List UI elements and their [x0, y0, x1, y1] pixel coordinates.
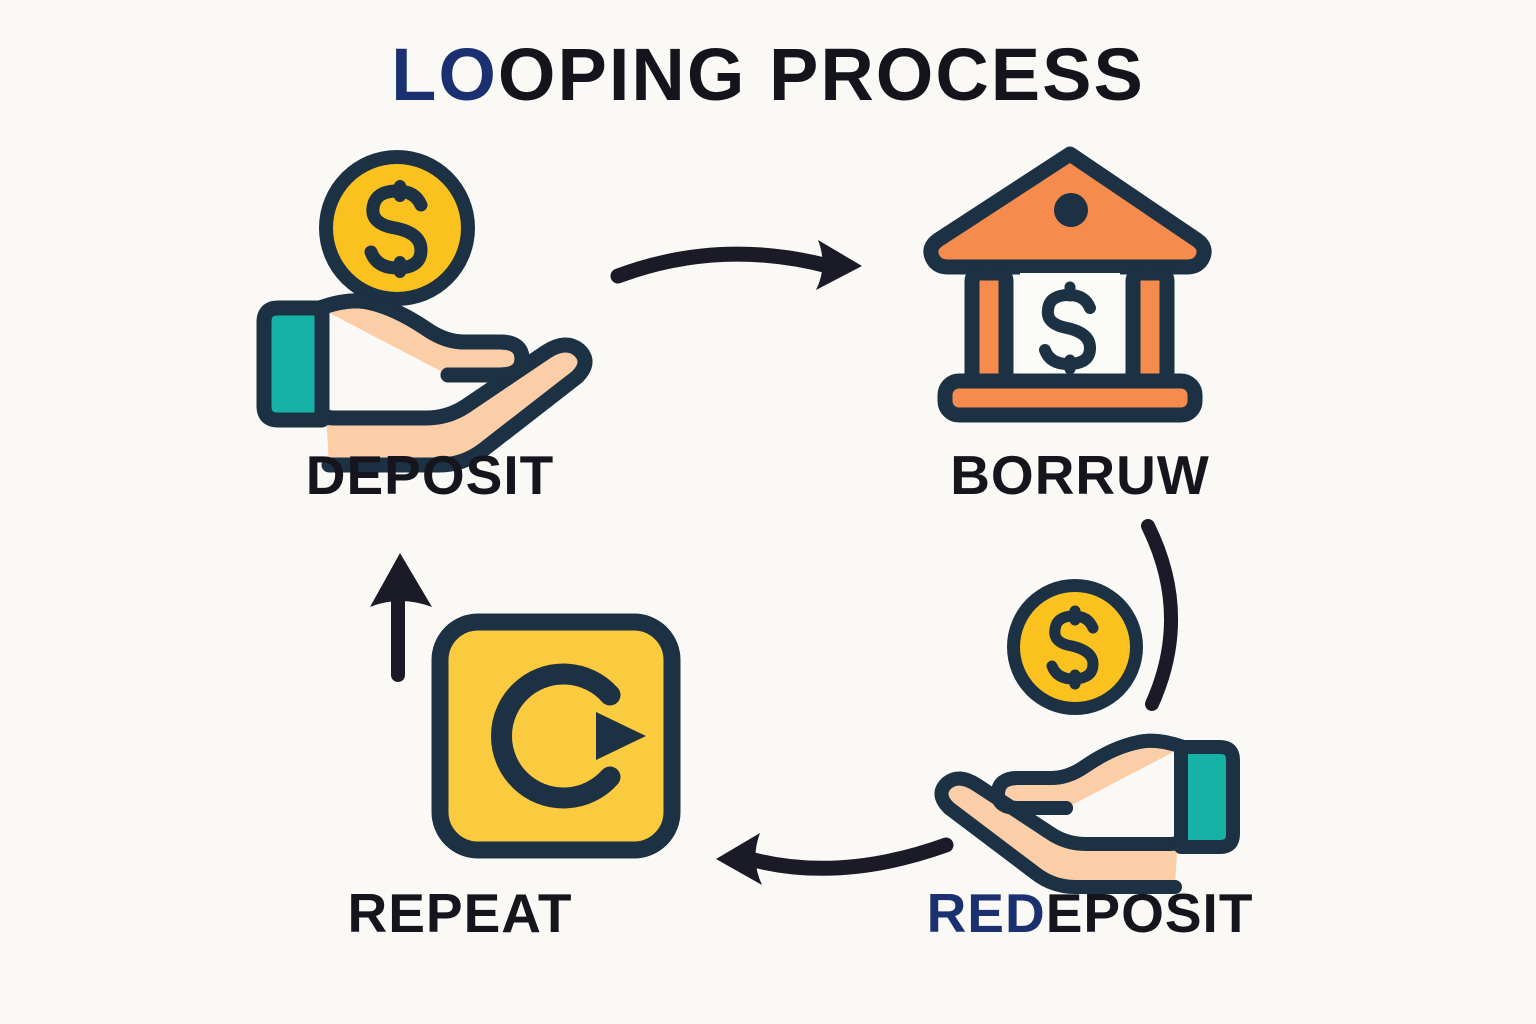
step-label-redeposit: REDEPOSIT [830, 886, 1350, 941]
page-title-navy-part: LO [391, 33, 498, 116]
step-label-repeat: REPEAT [200, 886, 720, 941]
bank-building-icon [923, 140, 1215, 430]
step-label-borrow-ink: BORRUW [950, 444, 1210, 506]
arrow-redeposit-to-repeat [700, 815, 960, 905]
circular-refresh-icon [428, 612, 688, 862]
step-label-redeposit-ink: EPOSIT [1045, 882, 1254, 944]
arrow-repeat-to-deposit [350, 545, 470, 685]
page-title-ink-part: OPING PROCESS [497, 33, 1145, 116]
arrow-deposit-to-borrow [610, 228, 900, 318]
hand-holding-coin-mirrored-icon [905, 565, 1240, 894]
arrow-borrow-to-redeposit [1120, 510, 1260, 720]
step-label-deposit: DEPOSIT [170, 448, 690, 503]
page-title: LOOPING PROCESS [0, 38, 1536, 112]
step-label-borrow: BORRUW [820, 448, 1340, 503]
step-label-redeposit-navy: RED [926, 882, 1046, 944]
hand-holding-coin-icon [250, 150, 600, 473]
step-label-deposit-ink: DEPOSIT [305, 444, 555, 506]
step-label-repeat-ink: REPEAT [347, 882, 573, 944]
